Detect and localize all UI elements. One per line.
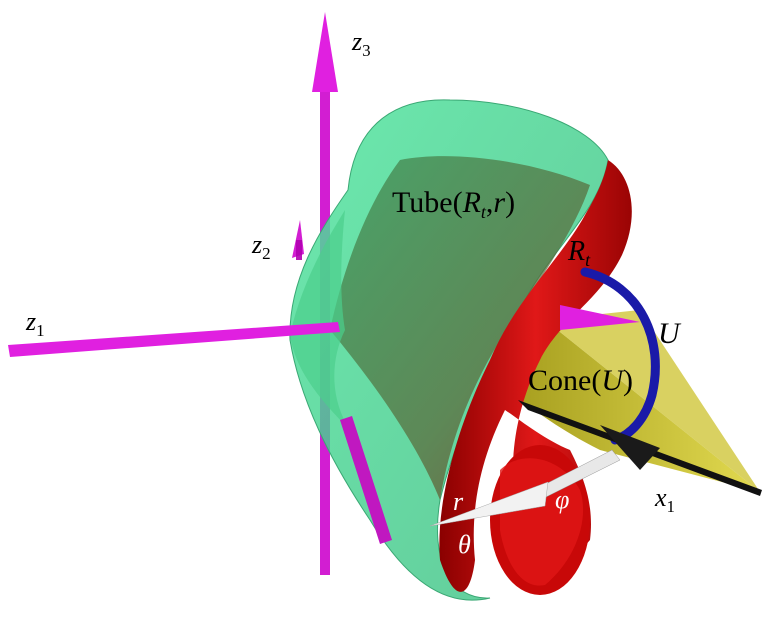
label-tube: Tube(Rt,r) [392, 186, 515, 222]
label-phi: φ [555, 485, 569, 514]
tube-surface-inner [330, 156, 590, 500]
label-z2: z2 [251, 230, 271, 263]
inner-magenta-arrow [560, 305, 640, 330]
white-arrow [429, 449, 621, 527]
z1-axis [8, 322, 340, 357]
label-x1: x1 [654, 483, 675, 516]
label-cone: Cone(U) [528, 364, 633, 397]
arc-U [580, 267, 660, 445]
label-r: r [453, 487, 464, 516]
x1-axis [518, 400, 762, 496]
label-U: U [658, 317, 682, 350]
label-z3: z3 [351, 27, 371, 60]
lower-magenta-rod [340, 416, 392, 544]
cone-surface [520, 320, 760, 492]
label-theta: θ [458, 530, 471, 559]
z2-axis [292, 220, 304, 260]
label-z1: z1 [25, 307, 45, 340]
red-lower-lobe-highlight [500, 458, 584, 586]
tube-left-wing [290, 210, 350, 430]
label-Rt: Rt [567, 236, 591, 270]
